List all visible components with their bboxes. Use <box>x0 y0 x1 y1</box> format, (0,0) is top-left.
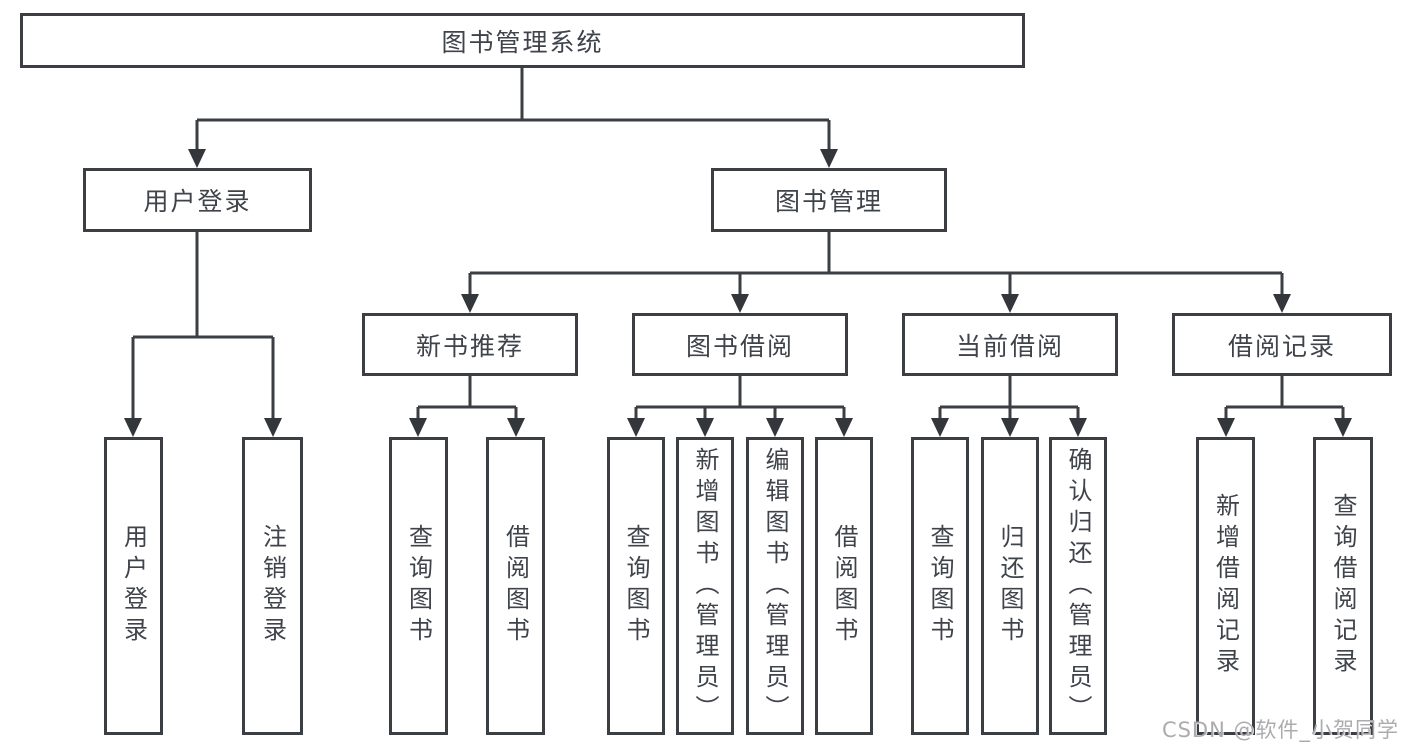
node-leaf-borrow-books-recommend: 借阅图书 <box>486 437 545 735</box>
node-label: 确认归还（管理员） <box>1064 446 1092 726</box>
node-leaf-query-books-recommend: 查询图书 <box>389 437 448 735</box>
node-leaf-query-books-borrowing: 查询图书 <box>607 437 665 735</box>
node-book-management: 图书管理 <box>711 168 947 232</box>
arrowhead <box>124 418 142 437</box>
node-label: 借阅图书 <box>501 524 530 648</box>
node-user-login: 用户登录 <box>83 168 312 232</box>
csdn-watermark: CSDN @软件_小贺同学 <box>1161 718 1399 742</box>
arrowhead <box>627 418 645 437</box>
node-leaf-logout: 注销登录 <box>242 437 303 735</box>
node-label: 编辑图书（管理员） <box>761 446 789 726</box>
node-label: 查询借阅记录 <box>1329 493 1357 679</box>
node-leaf-user-login: 用户登录 <box>104 437 163 735</box>
arrowhead <box>766 418 784 437</box>
edge-book-borrowing-children <box>634 376 846 421</box>
arrowhead <box>931 418 949 437</box>
node-label: 图书管理 <box>774 187 883 216</box>
node-leaf-query-books-current: 查询图书 <box>911 437 969 735</box>
node-label: 用户登录 <box>119 524 148 648</box>
arrowhead <box>731 294 749 313</box>
arrowhead <box>696 418 714 437</box>
node-label: 借阅图书 <box>830 524 858 648</box>
node-leaf-borrow-books: 借阅图书 <box>815 437 873 735</box>
node-label: 新书推荐 <box>415 331 524 361</box>
arrowhead <box>1001 294 1019 313</box>
node-label: 归还图书 <box>996 524 1024 648</box>
arrowhead <box>1217 418 1235 437</box>
node-label: 图书借阅 <box>685 331 794 361</box>
arrowhead <box>264 418 282 437</box>
node-leaf-return-books: 归还图书 <box>981 437 1039 735</box>
node-current-borrowing: 当前借阅 <box>902 313 1118 376</box>
edge-current-borrowing-children <box>938 376 1080 421</box>
node-leaf-add-borrow-record: 新增借阅记录 <box>1196 437 1255 735</box>
node-label: 注销登录 <box>258 524 287 648</box>
node-leaf-confirm-return-admin: 确认归还（管理员） <box>1049 437 1107 735</box>
edge-new-book-recommend-children <box>416 376 518 421</box>
node-label: 当前借阅 <box>955 331 1064 361</box>
node-label: 查询图书 <box>926 524 954 648</box>
arrowhead <box>507 418 525 437</box>
arrowhead <box>1334 418 1352 437</box>
node-leaf-edit-books-admin: 编辑图书（管理员） <box>746 437 804 735</box>
node-label: 图书管理系统 <box>441 27 604 57</box>
node-label: 查询图书 <box>404 524 433 648</box>
edge-book-management-children <box>468 232 1284 296</box>
edge-user-login-children <box>131 232 275 421</box>
arrowhead <box>835 418 853 437</box>
node-new-book-recommend: 新书推荐 <box>362 313 578 376</box>
node-label: 新增图书（管理员） <box>691 446 719 726</box>
node-label: 新增借阅记录 <box>1211 493 1240 679</box>
node-library-system: 图书管理系统 <box>20 13 1025 68</box>
arrowhead <box>820 149 838 168</box>
node-leaf-query-borrow-record: 查询借阅记录 <box>1313 437 1373 735</box>
node-label: 借阅记录 <box>1227 331 1336 361</box>
node-leaf-add-books-admin: 新增图书（管理员） <box>676 437 734 735</box>
arrowhead <box>1273 294 1291 313</box>
arrowhead <box>409 418 427 437</box>
arrowhead <box>461 294 479 313</box>
node-book-borrowing: 图书借阅 <box>632 313 848 376</box>
arrowhead <box>1069 418 1087 437</box>
edge-borrowing-records-children <box>1224 376 1345 421</box>
edge-root-to-level2 <box>195 68 831 151</box>
node-label: 查询图书 <box>622 524 650 648</box>
node-label: 用户登录 <box>143 187 252 216</box>
arrowhead <box>188 149 206 168</box>
arrowhead <box>1001 418 1019 437</box>
node-borrowing-records: 借阅记录 <box>1172 313 1392 376</box>
